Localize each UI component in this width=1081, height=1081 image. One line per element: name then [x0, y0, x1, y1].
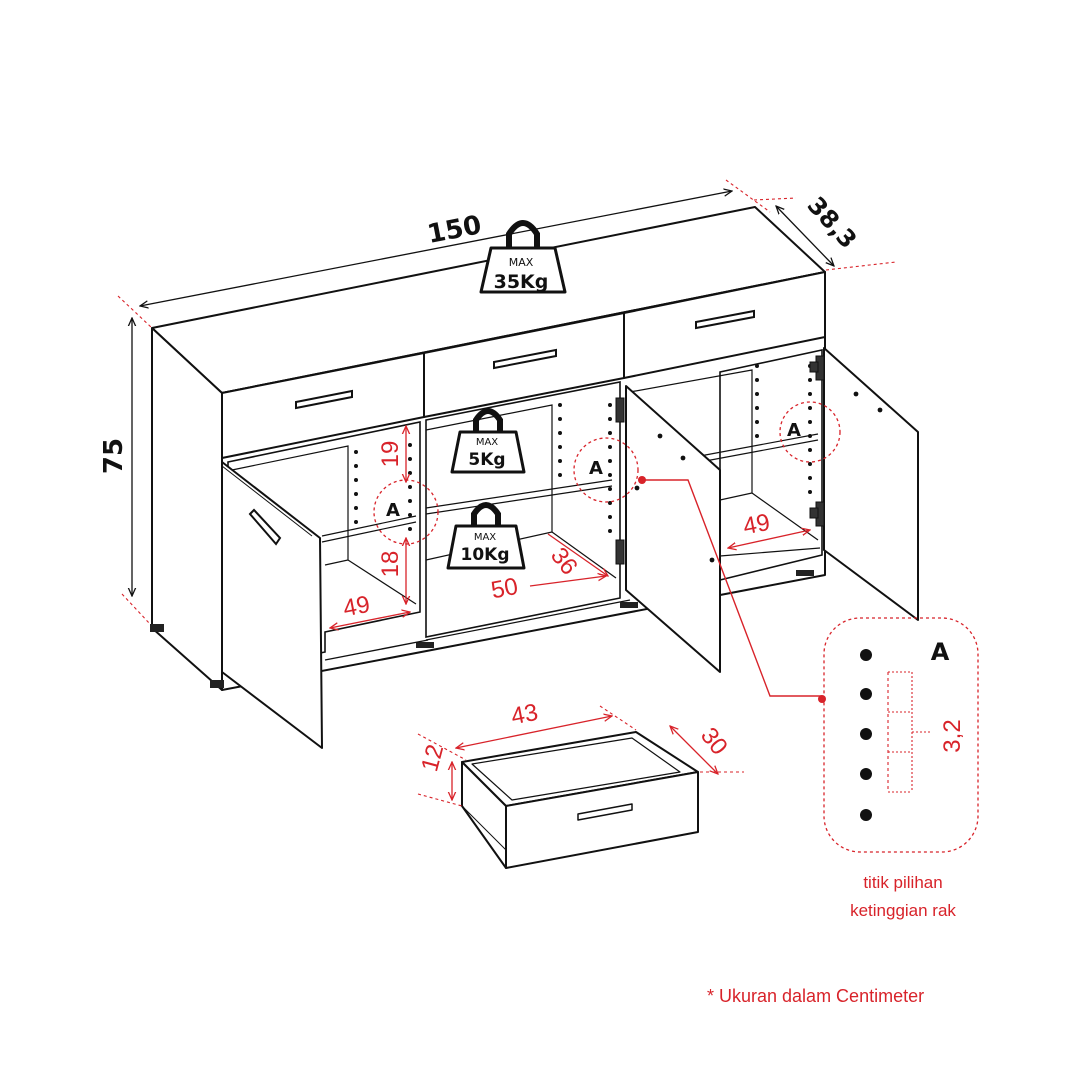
detail-caption-line2: ketinggian rak [850, 901, 956, 920]
label-center-width: 50 [489, 573, 520, 605]
load-bottom-max: MAX [474, 532, 496, 543]
weight-icon-35kg [479, 220, 567, 294]
door-left [221, 461, 323, 749]
handle-drawer-left [295, 389, 353, 410]
detail-callouts [373, 401, 979, 853]
label-depth-total: 38,3 [802, 191, 862, 254]
marker-a-detail: A [931, 638, 950, 666]
detail-spacing-marks [887, 671, 930, 793]
load-bottom-weight: 10Kg [461, 545, 510, 565]
label-drawer-depth: 30 [695, 723, 733, 761]
footnote: * Ukuran dalam Centimeter [707, 986, 925, 1006]
leader-end-dot [818, 695, 826, 703]
feet [150, 570, 814, 688]
leader-line [642, 479, 822, 697]
label-left-width: 49 [341, 591, 372, 623]
label-height-total: 75 [99, 438, 129, 474]
load-top-max: MAX [509, 256, 534, 269]
shelf-pin-holes [354, 364, 812, 533]
loose-drawer [461, 731, 699, 869]
weight-icon-10kg [446, 502, 526, 570]
drawer-front [505, 771, 699, 869]
leader-start-dot [638, 476, 646, 484]
label-hole-spacing: 3,2 [939, 719, 966, 752]
marker-a-right: A [787, 420, 801, 441]
label-drawer-height: 12 [416, 742, 449, 775]
handle-drawer-right [695, 309, 755, 330]
marker-a-center: A [589, 458, 603, 479]
load-shelf-weight: 5Kg [468, 450, 505, 470]
label-shelf-upper: 19 [377, 441, 404, 468]
load-shelf-max: MAX [476, 437, 498, 448]
label-width-total: 150 [425, 210, 484, 250]
marker-a-left: A [386, 500, 400, 521]
door-center-right [625, 385, 721, 673]
load-top-weight: 35Kg [494, 271, 549, 293]
handle-drawer-center [493, 348, 557, 370]
dimension-lines-main [132, 191, 834, 596]
label-shelf-lower: 18 [377, 551, 404, 578]
door-right [823, 347, 919, 621]
doors [221, 347, 919, 749]
drawer-front-right [623, 271, 826, 379]
door-holes [634, 391, 883, 563]
hinges [615, 355, 825, 565]
dimension-lines-inner [330, 426, 810, 800]
weight-icon-5kg [450, 408, 526, 474]
handle-door-left [248, 508, 282, 546]
label-drawer-width: 43 [509, 699, 540, 731]
detail-pin-holes [860, 649, 872, 821]
label-right-width: 49 [741, 509, 772, 541]
drawer-handle [577, 803, 633, 821]
detail-caption-line1: titik pilihan [863, 873, 942, 892]
handles [248, 309, 755, 546]
